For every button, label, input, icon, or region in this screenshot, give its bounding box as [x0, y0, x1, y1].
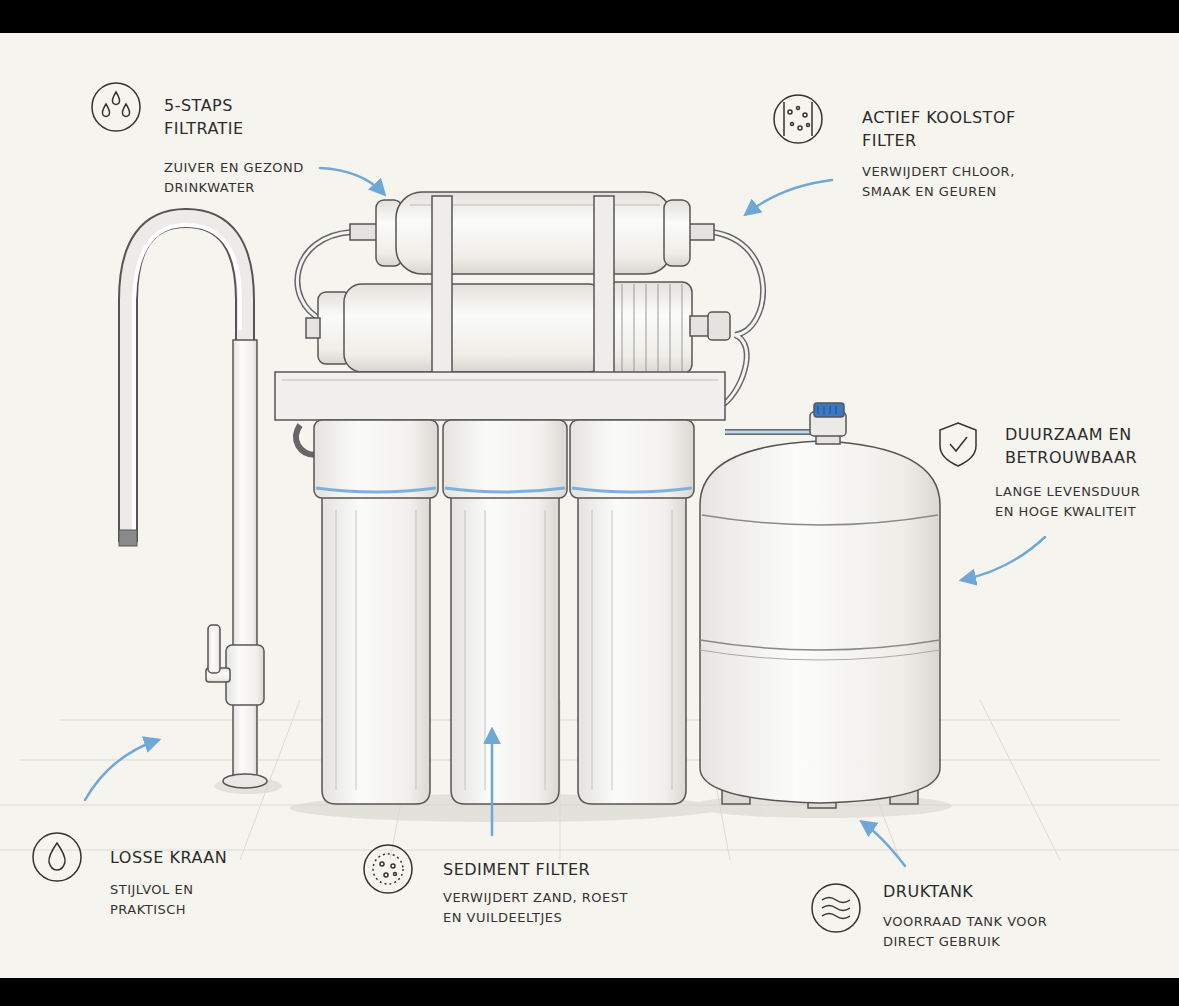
filter-housing [570, 420, 694, 804]
callout-text: VOORRAAD TANK VOOR DIRECT GEBRUIK [883, 912, 1058, 952]
housing-ring [445, 488, 565, 492]
housing-ring [316, 488, 436, 492]
callout-text: STIJLVOL EN PRAKTISCH [110, 880, 220, 920]
callout-heading: LOSSE KRAAN [110, 846, 270, 869]
callout-slot: VOORRAAD TANK VOOR DIRECT GEBRUIK [883, 912, 1058, 952]
clips [432, 196, 614, 376]
bottom-bar [0, 978, 1179, 1006]
housing-bowl [322, 496, 430, 804]
filter-housing [443, 420, 567, 804]
housing-ribs [336, 510, 416, 790]
housing-ribs [592, 510, 672, 790]
callout-slot: SEDIMENT FILTER [443, 858, 643, 881]
callout-slot: ACTIEF KOOLSTOF FILTER [862, 106, 1042, 152]
housing-ring [572, 488, 692, 492]
callout-heading: DRUKTANK [883, 880, 1033, 903]
housing-cap [443, 420, 567, 498]
leader-arrows [85, 168, 1045, 866]
callout-text: ZUIVER EN GEZOND DRINKWATER [164, 158, 344, 198]
callout-heading: 5-STAPS FILTRATIE [164, 94, 284, 140]
housing-cap [314, 420, 438, 498]
top-bar [0, 0, 1179, 33]
callout-icons [33, 83, 976, 932]
membrane-housing [306, 282, 730, 374]
callout-text: VERWIJDERT CHLOOR, SMAAK EN GEUREN [862, 162, 1062, 202]
housing-ribs [465, 510, 545, 790]
housing-cap [570, 420, 694, 498]
callout-slot: 5-STAPS FILTRATIE [164, 94, 284, 140]
bracket-edge [282, 380, 718, 381]
callout-slot: DUURZAAM EN BETROUWBAAR [1005, 423, 1170, 469]
callout-slot: LANGE LEVENSDUUR EN HOGE KWALITEIT [995, 482, 1155, 522]
filter-housings [314, 420, 694, 804]
callout-slot: LOSSE KRAAN [110, 846, 270, 869]
filter-housing [314, 420, 438, 804]
bracket [275, 372, 725, 420]
callout-text: LANGE LEVENSDUUR EN HOGE KWALITEIT [995, 482, 1155, 522]
callout-slot: DRUKTANK [883, 880, 1033, 903]
callout-text: VERWIJDERT ZAND, ROEST EN VUILDEELTJES [443, 888, 633, 928]
faucet [119, 218, 267, 788]
housing-bowl [578, 496, 686, 804]
carbon-filter [350, 192, 714, 274]
callout-heading: DUURZAAM EN BETROUWBAAR [1005, 423, 1170, 469]
callout-slot: VERWIJDERT ZAND, ROEST EN VUILDEELTJES [443, 888, 633, 928]
callout-heading: SEDIMENT FILTER [443, 858, 643, 881]
housing-bowl [451, 496, 559, 804]
callout-slot: ZUIVER EN GEZOND DRINKWATER [164, 158, 344, 198]
callout-slot: VERWIJDERT CHLOOR, SMAAK EN GEUREN [862, 162, 1062, 202]
pressure-tank [700, 403, 940, 808]
callout-heading: ACTIEF KOOLSTOF FILTER [862, 106, 1042, 152]
callout-slot: STIJLVOL EN PRAKTISCH [110, 880, 220, 920]
